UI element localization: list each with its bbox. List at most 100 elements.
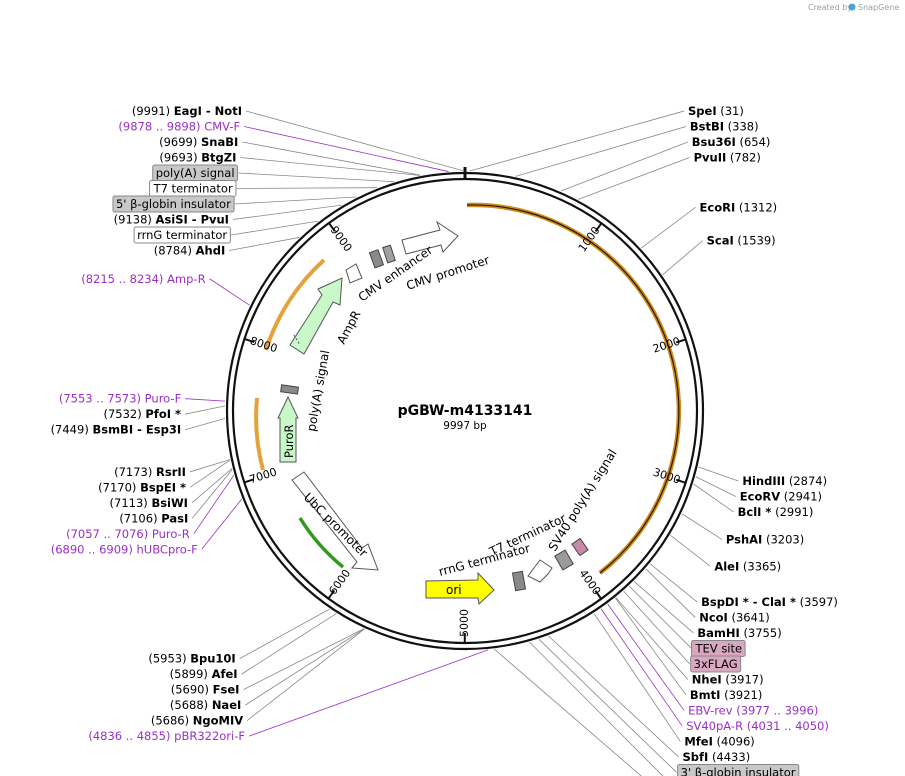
site-leader-line	[242, 141, 421, 176]
site-label-enzyme[interactable]: (7170) BspEI *	[98, 480, 186, 494]
site-leader-line	[185, 398, 226, 402]
site-label-enzyme[interactable]: (5953) Bpu10I	[148, 652, 235, 666]
site-label-boxed[interactable]: T7 terminator	[153, 182, 233, 196]
site-label-enzyme[interactable]: (7449) BsmBI - Esp3I	[51, 423, 182, 437]
ampr-dash	[293, 334, 301, 346]
site-label-enzyme[interactable]: NcoI (3641)	[699, 610, 770, 624]
site-label-primer[interactable]: (8215 .. 8234) Amp-R	[81, 272, 205, 286]
site-label-enzyme[interactable]: SbfI (4433)	[682, 750, 750, 764]
site-name: BmtI	[690, 688, 721, 702]
tick-mark	[328, 222, 336, 232]
site-label-enzyme[interactable]: PshAI (3203)	[726, 532, 804, 546]
site-name: pBR322ori-F	[174, 729, 245, 743]
site-position: (9878 .. 9898)	[118, 120, 200, 134]
site-leader-line	[234, 196, 357, 205]
site-position: (7106)	[119, 511, 157, 525]
tick-label: 5000	[458, 609, 471, 637]
cmv-enhancer-arrow[interactable]	[345, 263, 363, 284]
site-name: Amp-R	[167, 272, 206, 286]
site-label-enzyme[interactable]: SpeI (31)	[688, 104, 744, 118]
inner-label-polya: poly(A) signal	[304, 349, 332, 432]
site-label-primer[interactable]: (7057 .. 7076) Puro-R	[66, 527, 190, 541]
t7-terminator-box[interactable]	[368, 249, 385, 269]
site-position: (3203)	[766, 532, 804, 546]
site-label-enzyme[interactable]: BspDI * - ClaI * (3597)	[701, 595, 838, 609]
site-label-enzyme[interactable]: (7173) RsrII	[114, 465, 186, 479]
inner-label-ampr: AmpR	[334, 308, 363, 346]
ampr-arrow[interactable]	[289, 277, 343, 355]
tag-box-inner[interactable]	[571, 537, 589, 557]
site-label-primer[interactable]: (9878 .. 9898) CMV-F	[118, 120, 240, 134]
site-label-enzyme[interactable]: (5690) FseI	[171, 683, 240, 697]
cmv-promoter-arrow[interactable]	[401, 220, 459, 255]
site-name: BspEI *	[140, 480, 186, 494]
site-label-primer[interactable]: (4836 .. 4855) pBR322ori-F	[88, 729, 245, 743]
site-label-enzyme[interactable]: (9699) SnaBI	[159, 135, 238, 149]
site-position: (7553 .. 7573)	[59, 392, 141, 406]
site-label-enzyme[interactable]: (9991) EagI - NotI	[132, 104, 242, 118]
ubc-promoter-arrow[interactable]	[291, 471, 379, 571]
site-position: (9991)	[132, 104, 170, 118]
site-leader-line	[615, 597, 689, 680]
site-label-enzyme[interactable]: ScaI (1539)	[707, 234, 776, 248]
rrng-terminator-box[interactable]	[382, 244, 396, 264]
rrng-terminator-inner-box[interactable]	[511, 570, 527, 592]
site-position: (2874)	[789, 474, 827, 488]
site-label-enzyme[interactable]: BamHI (3755)	[697, 626, 781, 640]
site-label-enzyme[interactable]: NheI (3917)	[692, 672, 764, 686]
site-leader-line	[243, 628, 365, 690]
site-label-tag[interactable]: 3xFLAG	[694, 657, 738, 671]
ori-arrow[interactable]	[425, 571, 495, 606]
site-label-box	[677, 763, 800, 776]
site-leader-line	[649, 563, 698, 603]
tick-label: 7000	[248, 465, 279, 486]
site-label-box	[112, 195, 235, 213]
site-label-primer[interactable]: SV40pA-R (4031 .. 4050)	[686, 719, 829, 733]
puror-arrow[interactable]	[277, 395, 299, 463]
site-label-enzyme[interactable]: (8784) AhdI	[154, 244, 226, 258]
site-label-feature[interactable]: 3' β-globin insulator	[681, 765, 796, 776]
site-label-enzyme[interactable]: EcoRV (2941)	[740, 490, 822, 504]
polya-signal-box[interactable]	[280, 384, 300, 395]
site-label-enzyme[interactable]: AleI (3365)	[714, 559, 781, 573]
site-label-feature[interactable]: poly(A) signal	[156, 166, 235, 180]
site-name: EBV-rev	[688, 703, 733, 717]
site-position: (4031 .. 4050)	[747, 719, 829, 733]
site-name: AfeI	[212, 667, 238, 681]
site-position: (3921)	[724, 688, 762, 702]
site-label-enzyme[interactable]: (7532) PfoI *	[104, 407, 182, 421]
site-label-enzyme[interactable]: (9693) BtgZI	[159, 151, 236, 165]
site-leader-line	[662, 240, 703, 276]
site-position: (3365)	[743, 559, 781, 573]
site-label-primer[interactable]: (7553 .. 7573) Puro-F	[59, 392, 181, 406]
tick-label: 6000	[326, 567, 353, 597]
site-label-primer[interactable]: (6890 .. 6909) hUBCpro-F	[51, 542, 198, 556]
site-name: poly(A) signal	[156, 166, 235, 180]
site-label-enzyme[interactable]: (5686) NgoMIV	[151, 714, 243, 728]
tick-label: 2000	[651, 335, 682, 356]
site-label-enzyme[interactable]: HindIII (2874)	[742, 474, 827, 488]
site-leader-line	[633, 581, 694, 634]
site-label-enzyme[interactable]: (7106) PasI	[119, 511, 188, 525]
site-label-feature[interactable]: 5' β-globin insulator	[116, 197, 231, 211]
site-name: PfoI *	[145, 407, 181, 421]
site-position: (7113)	[110, 496, 148, 510]
site-label-enzyme[interactable]: EcoRI (1312)	[700, 200, 778, 214]
t7-terminator-inner-arrow[interactable]	[527, 559, 553, 583]
site-label-enzyme[interactable]: (9138) AsiSI - PvuI	[114, 213, 229, 227]
site-label-enzyme[interactable]: BmtI (3921)	[690, 688, 762, 702]
site-label-enzyme[interactable]: BstBI (338)	[690, 120, 759, 134]
site-label-enzyme[interactable]: (7113) BsiWI	[110, 496, 188, 510]
sv40-polya-box[interactable]	[554, 549, 574, 571]
site-label-enzyme[interactable]: Bsu36I (654)	[692, 135, 771, 149]
site-label-enzyme[interactable]: (5899) AfeI	[170, 667, 238, 681]
site-leader-line	[698, 466, 739, 482]
site-label-boxed[interactable]: rrnG terminator	[137, 228, 227, 242]
site-label-primer[interactable]: EBV-rev (3977 .. 3996)	[688, 703, 818, 717]
site-label-enzyme[interactable]: MfeI (4096)	[684, 734, 754, 748]
site-label-enzyme[interactable]: (5688) NaeI	[170, 698, 241, 712]
site-label-enzyme[interactable]: BclI * (2991)	[738, 505, 814, 519]
site-label-enzyme[interactable]: PvuII (782)	[694, 151, 761, 165]
site-name: TEV site	[695, 641, 743, 655]
site-label-tag[interactable]: TEV site	[695, 641, 743, 655]
